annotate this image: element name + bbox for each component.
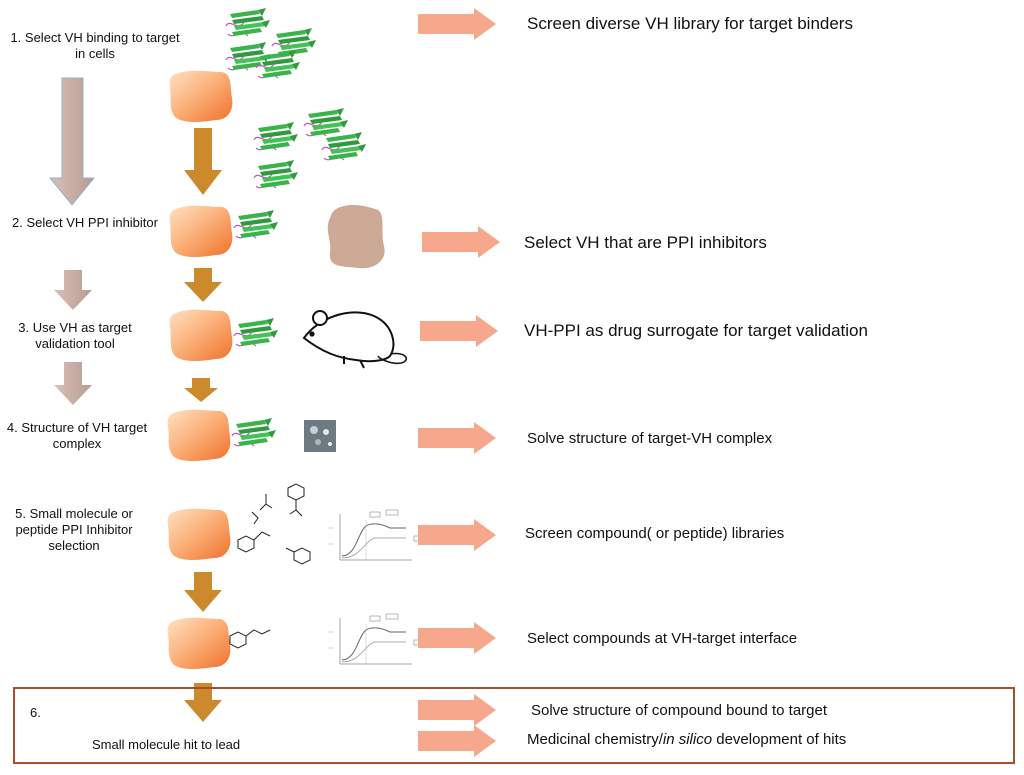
- step-5-number: 5.: [15, 506, 26, 521]
- step-4-text: Structure of VH target complex: [21, 420, 148, 451]
- target-cell-icon: [167, 409, 231, 461]
- target-cell-icon: [167, 617, 231, 669]
- step-1-number: 1.: [10, 30, 22, 45]
- gold-arrow-5: [184, 683, 222, 722]
- step6-frame: [13, 687, 1015, 764]
- description-8-italic: in silico: [662, 731, 713, 748]
- step-5-label: 5. Small molecule or peptide PPI Inhibit…: [0, 506, 154, 554]
- vh-protein-icon: [233, 317, 279, 347]
- description-8: Medicinal chemistry/in silico developmen…: [527, 731, 846, 748]
- description-8-post: development of hits: [712, 731, 847, 748]
- gold-arrow-1: [184, 128, 222, 195]
- description-1: Screen diverse VH library for target bin…: [527, 14, 853, 33]
- description-2: Select VH that are PPI inhibitors: [524, 233, 767, 252]
- step-1-label: 1. Select VH binding to target in cells: [10, 30, 180, 62]
- gold-arrow-4: [184, 572, 222, 612]
- step-1-text: Select VH binding to target in cells: [24, 30, 180, 61]
- step-5-text: Small molecule or peptide PPI Inhibitor …: [15, 506, 133, 553]
- left-progress-arrow-2: [54, 270, 92, 310]
- vh-protein-icon: [225, 7, 317, 79]
- ppi-partner-blob-icon: [327, 204, 385, 269]
- step-3-text: Use VH as target validation tool: [32, 320, 132, 351]
- step-4-number: 4.: [6, 420, 18, 435]
- description-5: Screen compound( or peptide) libraries: [525, 525, 785, 542]
- right-arrow-5: [418, 519, 496, 551]
- right-arrow-6: [418, 622, 496, 654]
- step-4-label: 4. Structure of VH target complex: [0, 420, 162, 452]
- description-6: Select compounds at VH-target interface: [527, 630, 798, 647]
- gold-arrow-3: [184, 378, 218, 402]
- right-arrow-2: [422, 226, 500, 258]
- binding-curve-icon: [327, 613, 427, 665]
- step-6-text: Small molecule hit to lead: [92, 737, 241, 752]
- target-cell-icon: [169, 205, 233, 257]
- step-2-number: 2.: [12, 215, 23, 230]
- vh-protein-icon: [233, 209, 279, 239]
- target-cell-icon: [169, 309, 233, 361]
- right-arrow-1: [418, 8, 496, 40]
- step-2-text: Select VH PPI inhibitor: [26, 215, 158, 230]
- gold-arrow-2: [184, 268, 222, 302]
- molecule-icon: [229, 629, 271, 649]
- target-cell-icon: [169, 70, 233, 122]
- description-3: VH-PPI as drug surrogate for target vali…: [524, 321, 868, 340]
- molecule-icon: [237, 483, 311, 565]
- step-2-label: 2. Select VH PPI inhibitor: [0, 215, 170, 231]
- crystal-icon: [304, 420, 336, 452]
- right-arrow-4: [418, 422, 496, 454]
- step-6-number: 6.: [30, 705, 41, 720]
- left-progress-arrow-1: [48, 77, 96, 206]
- vh-protein-icon: [253, 107, 367, 189]
- description-8-pre: Medicinal chemistry/: [527, 731, 663, 748]
- mouse-icon: [302, 310, 408, 369]
- description-7: Solve structure of compound bound to tar…: [531, 702, 828, 719]
- binding-curve-icon: [327, 509, 427, 561]
- step-3-number: 3.: [18, 320, 30, 335]
- vh-protein-icon: [231, 417, 277, 447]
- target-cell-icon: [167, 508, 231, 560]
- left-progress-arrow-3: [54, 362, 92, 405]
- step-3-label: 3. Use VH as target validation tool: [0, 320, 160, 352]
- right-arrow-3: [420, 315, 498, 347]
- description-4: Solve structure of target-VH complex: [527, 430, 773, 447]
